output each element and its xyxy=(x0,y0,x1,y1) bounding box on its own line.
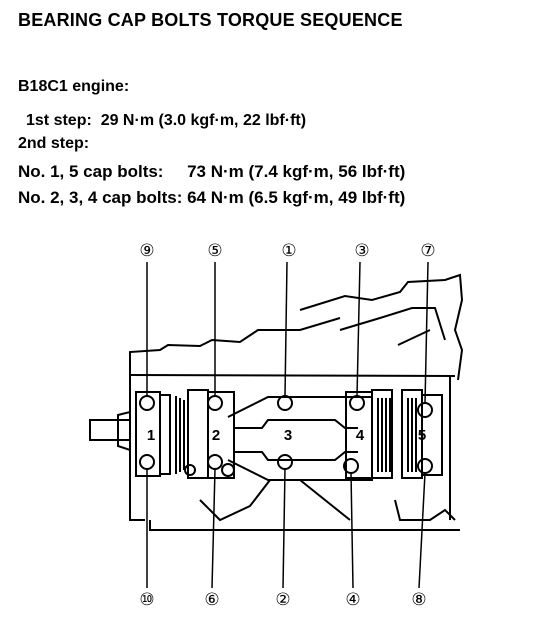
cap-bolts-2-3-4-spec: No. 2, 3, 4 cap bolts: 64 N·m (6.5 kgf·m… xyxy=(18,188,406,207)
callout-bottom-2: ② xyxy=(275,590,290,610)
bolt-7 xyxy=(417,402,433,418)
bolt-1 xyxy=(277,395,293,411)
callout-top-9: ⑨ xyxy=(139,241,154,261)
callout-bottom-8: ⑧ xyxy=(411,590,426,610)
callout-top-1: ① xyxy=(281,241,296,261)
bolt-9 xyxy=(139,395,155,411)
cap-number-1: 1 xyxy=(147,427,155,444)
cap-number-2: 2 xyxy=(212,427,220,444)
callout-top-7: ⑦ xyxy=(420,241,435,261)
callout-bottom-4: ④ xyxy=(345,590,360,610)
callout-top-3: ③ xyxy=(354,241,369,261)
callout-bottom-10: ⑩ xyxy=(139,590,154,610)
bolt-8 xyxy=(417,458,433,474)
bolt-6 xyxy=(207,454,223,470)
page-title: BEARING CAP BOLTS TORQUE SEQUENCE xyxy=(18,10,403,30)
engine-heading: B18C1 engine: xyxy=(18,78,130,95)
bolt-3 xyxy=(349,395,365,411)
cap-bolts-1-5-spec: No. 1, 5 cap bolts: 73 N·m (7.4 kgf·m, 5… xyxy=(18,162,406,181)
bolt-5 xyxy=(207,395,223,411)
callout-top-5: ⑤ xyxy=(207,241,222,261)
engine-block-outline xyxy=(89,273,464,531)
bearing-cap-diagram: ⑨ ⑤ ① ③ ⑦ ⑩ ⑥ ② ④ ⑧ 1 2 3 4 5 xyxy=(89,241,464,610)
bolt-2 xyxy=(277,454,293,470)
callout-bottom-6: ⑥ xyxy=(204,590,219,610)
cap-number-4: 4 xyxy=(356,427,365,444)
leader-lines xyxy=(146,261,429,589)
bolt-10 xyxy=(139,454,155,470)
second-step-label: 2nd step: xyxy=(18,135,90,152)
cap-number-3: 3 xyxy=(284,427,292,444)
cap-number-5: 5 xyxy=(418,427,426,444)
first-step-spec: 1st step: 29 N·m (3.0 kgf·m, 22 lbf·ft) xyxy=(26,112,307,129)
